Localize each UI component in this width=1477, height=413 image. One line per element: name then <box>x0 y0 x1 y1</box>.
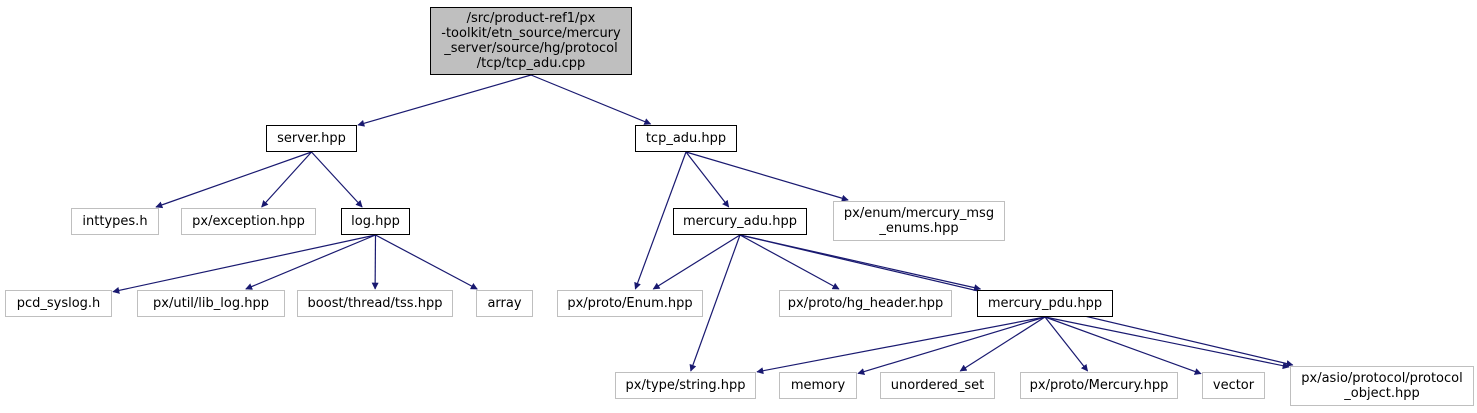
node-label-line: array <box>487 296 522 311</box>
edge-mercury_pdu-to-protocol_object <box>1044 316 1290 370</box>
graph-node-mercury-adu-hpp[interactable]: mercury_adu.hpp <box>673 208 807 235</box>
edge-mercury_adu-to-hg_header <box>739 234 840 290</box>
node-label-line: tcp_adu.hpp <box>645 131 727 146</box>
graph-node-mercury-pdu-hpp[interactable]: mercury_pdu.hpp <box>977 290 1113 317</box>
graph-node-lib-log-hpp: px/util/lib_log.hpp <box>137 290 285 317</box>
node-label-line: server.hpp <box>277 131 346 146</box>
node-label-line: px/proto/Enum.hpp <box>567 296 693 311</box>
edge-mercury_pdu-to-vector <box>1044 316 1202 375</box>
node-label-line: _enums.hpp <box>879 221 959 236</box>
edge-server-to-px_exception <box>261 151 312 208</box>
edge-root-to-server <box>357 74 532 127</box>
node-label-line: log.hpp <box>351 214 400 229</box>
node-label-line: boost/thread/tss.hpp <box>307 296 443 311</box>
graph-node-hg-header-hpp: px/proto/hg_header.hpp <box>779 290 952 317</box>
node-label-line: px/type/string.hpp <box>625 378 746 393</box>
node-label-line: px/proto/Mercury.hpp <box>1029 378 1169 393</box>
graph-node-server-hpp[interactable]: server.hpp <box>266 125 357 152</box>
edge-server-to-log <box>311 151 363 208</box>
node-label-line: /src/product-ref1/px <box>466 11 596 26</box>
node-label-line: pcd_syslog.h <box>16 296 101 311</box>
node-label-line: mercury_pdu.hpp <box>987 296 1103 311</box>
node-label-line: px/asio/protocol/protocol <box>1301 371 1463 386</box>
node-label-line: _object.hpp <box>1344 386 1420 401</box>
node-label-line: unordered_set <box>890 378 985 393</box>
node-label-line: inttypes.h <box>82 214 148 229</box>
edge-mercury_adu-to-string_hpp <box>689 234 741 372</box>
graph-node-boost-thread-tss-hpp: boost/thread/tss.hpp <box>297 290 453 317</box>
edge-tcp_adu-to-mercury_msg_enums <box>685 151 849 202</box>
node-label-line: mercury_adu.hpp <box>683 214 797 229</box>
graph-node-unordered-set: unordered_set <box>880 372 995 399</box>
edge-mercury_pdu-to-memory <box>857 316 1046 375</box>
graph-node-protocol-object-hpp: px/asio/protocol/protocol_object.hpp <box>1290 366 1474 406</box>
edge-mercury_pdu-to-unordered_set <box>959 316 1046 372</box>
edge-tcp_adu-to-enum_hpp <box>634 151 687 290</box>
graph-node-pcd-syslog-h: pcd_syslog.h <box>5 290 112 317</box>
edge-log-to-array <box>375 234 478 290</box>
edge-tcp_adu-to-mercury_adu <box>685 151 730 208</box>
graph-node-px-exception-hpp: px/exception.hpp <box>181 208 316 235</box>
node-label-line: px/util/lib_log.hpp <box>153 296 269 311</box>
graph-node-string-hpp: px/type/string.hpp <box>615 372 756 399</box>
edge-mercury_adu-to-enum_hpp <box>652 234 741 290</box>
edge-root-to-tcp_adu <box>530 74 652 125</box>
graph-node-vector: vector <box>1202 372 1265 399</box>
edge-mercury_pdu-to-string_hpp <box>756 316 1046 375</box>
node-label-line: _server/source/hg/protocol <box>444 41 618 56</box>
graph-node-enum-hpp: px/proto/Enum.hpp <box>557 290 703 317</box>
graph-node-tcp-adu-hpp[interactable]: tcp_adu.hpp <box>635 125 737 152</box>
edge-server-to-inttypes <box>155 151 312 209</box>
node-label-line: px/proto/hg_header.hpp <box>787 296 944 311</box>
graph-node-tcp-adu-cpp: /src/product-ref1/px-toolkit/etn_source/… <box>430 7 632 75</box>
edge-log-to-pcd_syslog <box>112 234 376 294</box>
node-label-line: memory <box>790 378 846 393</box>
node-label-line: /tcp/tcp_adu.cpp <box>476 56 586 71</box>
edge-log-to-lib_log <box>245 234 376 290</box>
graph-node-mercury-hpp: px/proto/Mercury.hpp <box>1020 372 1178 399</box>
graph-node-mercury-msg-enums-hpp: px/enum/mercury_msg_enums.hpp <box>833 201 1005 241</box>
edge-mercury_pdu-to-mercury_hpp <box>1044 316 1089 372</box>
node-label-line: px/exception.hpp <box>192 214 305 229</box>
node-label-line: -toolkit/etn_source/mercury <box>441 26 621 41</box>
graph-node-memory: memory <box>779 372 857 399</box>
node-label-line: px/enum/mercury_msg <box>843 206 995 221</box>
graph-node-log-hpp[interactable]: log.hpp <box>341 208 410 235</box>
node-label-line: vector <box>1212 378 1255 393</box>
graph-node-array: array <box>476 290 533 317</box>
graph-node-inttypes-h: inttypes.h <box>71 208 159 235</box>
